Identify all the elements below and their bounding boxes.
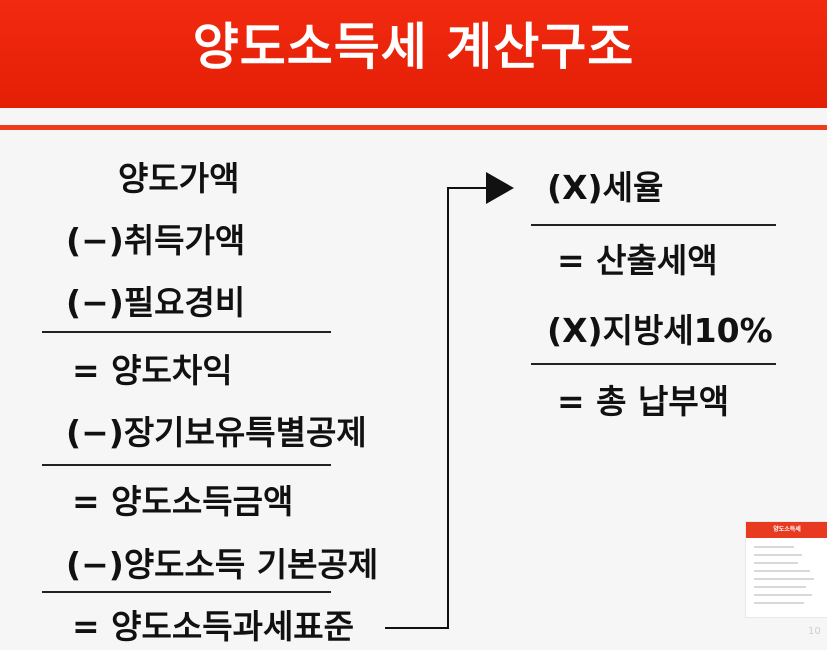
slide-thumbnail: 양도소득세 (745, 521, 827, 618)
thumbnail-line (754, 594, 812, 596)
tax-rate-label: (X)세율 (547, 168, 664, 207)
acquisition-price-label: (−)취득가액 (66, 221, 246, 260)
calculated-tax-label: = 산출세액 (557, 241, 718, 280)
page-title: 양도소득세 계산구조 (192, 18, 635, 76)
thumbnail-header (746, 522, 827, 538)
title-banner: 양도소득세 계산구조 (0, 0, 827, 108)
thumbnail-line (754, 602, 804, 604)
long-term-holding-deduction-label: (−)장기보유특별공제 (66, 413, 367, 452)
subtotal-rule-3 (42, 591, 331, 593)
subtotal-rule-1 (42, 331, 331, 333)
tax-base-label: = 양도소득과세표준 (72, 607, 355, 646)
thumbnail-title: 양도소득세 (773, 526, 801, 533)
subtotal-rule-4 (531, 224, 776, 226)
thumbnail-line (754, 562, 798, 564)
thumbnail-line (754, 546, 794, 548)
necessary-expenses-label: (−)필요경비 (66, 283, 246, 322)
subtotal-rule-2 (42, 464, 331, 466)
sale-price-label: 양도가액 (118, 159, 240, 198)
thumbnail-line (754, 570, 810, 572)
subtotal-rule-5 (531, 363, 776, 365)
thumbnail-line (754, 586, 806, 588)
capital-gain-income-label: = 양도소득금액 (72, 482, 294, 521)
local-tax-label: (X)지방세10% (547, 311, 773, 350)
thumbnail-line (754, 554, 802, 556)
basic-deduction-label: (−)양도소득 기본공제 (66, 545, 379, 584)
corner-watermark: 10 (808, 626, 821, 637)
total-payment-label: = 총 납부액 (557, 382, 730, 421)
banner-underline (0, 125, 827, 130)
thumbnail-line (754, 578, 814, 580)
capital-gain-label: = 양도차익 (72, 351, 233, 390)
